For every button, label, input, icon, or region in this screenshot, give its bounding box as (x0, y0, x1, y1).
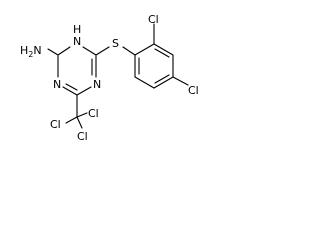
atom-ring-n-top-h: H (73, 23, 81, 36)
bond-ccl3-cl-top-right (76, 112, 88, 118)
bond-n1-c6 (82, 46, 97, 56)
bond-c4-n3-double (65, 83, 78, 91)
atom-cl-para: Cl (188, 84, 199, 97)
atom-ring-n-right: N (93, 78, 101, 91)
atom-amine: H2N (20, 44, 42, 59)
bond-ph-c4-c5 (153, 76, 174, 89)
bond-c6-sulfur (95, 46, 110, 56)
atom-ccl3-cl-left: Cl (50, 118, 61, 131)
bond-ccl3-cl-bottom (76, 116, 83, 129)
bond-ph-cl-para (172, 76, 189, 86)
bond-ph-c1-c2 (134, 43, 155, 56)
bond-ccl3-cl-left (65, 116, 78, 124)
bond-ph-c5-c6 (134, 76, 155, 89)
atom-cl-ortho: Cl (148, 13, 159, 26)
atom-ccl3-cl-bottom: Cl (77, 130, 88, 143)
dichlorophenyl-ring (134, 23, 189, 89)
triazine-ring (57, 46, 97, 96)
atom-ring-n-top: N (73, 35, 81, 48)
bond-n5-c4 (76, 86, 92, 96)
atom-ccl3-cl-top-right: Cl (88, 107, 99, 120)
bond-c2-amine (47, 48, 59, 56)
bond-c4-n3 (62, 86, 78, 96)
atom-sulfur: S (112, 37, 119, 50)
bond-ph-c4-c5-double (154, 74, 170, 84)
bond-ph-c2-c3-double (154, 48, 170, 58)
bond-ph-c2-c3 (153, 43, 174, 56)
bond-sulfur-ring (122, 46, 136, 56)
trichloromethyl-group (65, 112, 88, 129)
atom-ring-n-left: N (53, 78, 61, 91)
molecule-structure: H2N H N N N S Cl Cl Cl Cl Cl (20, 13, 199, 143)
bond-c2-n1 (57, 46, 71, 56)
